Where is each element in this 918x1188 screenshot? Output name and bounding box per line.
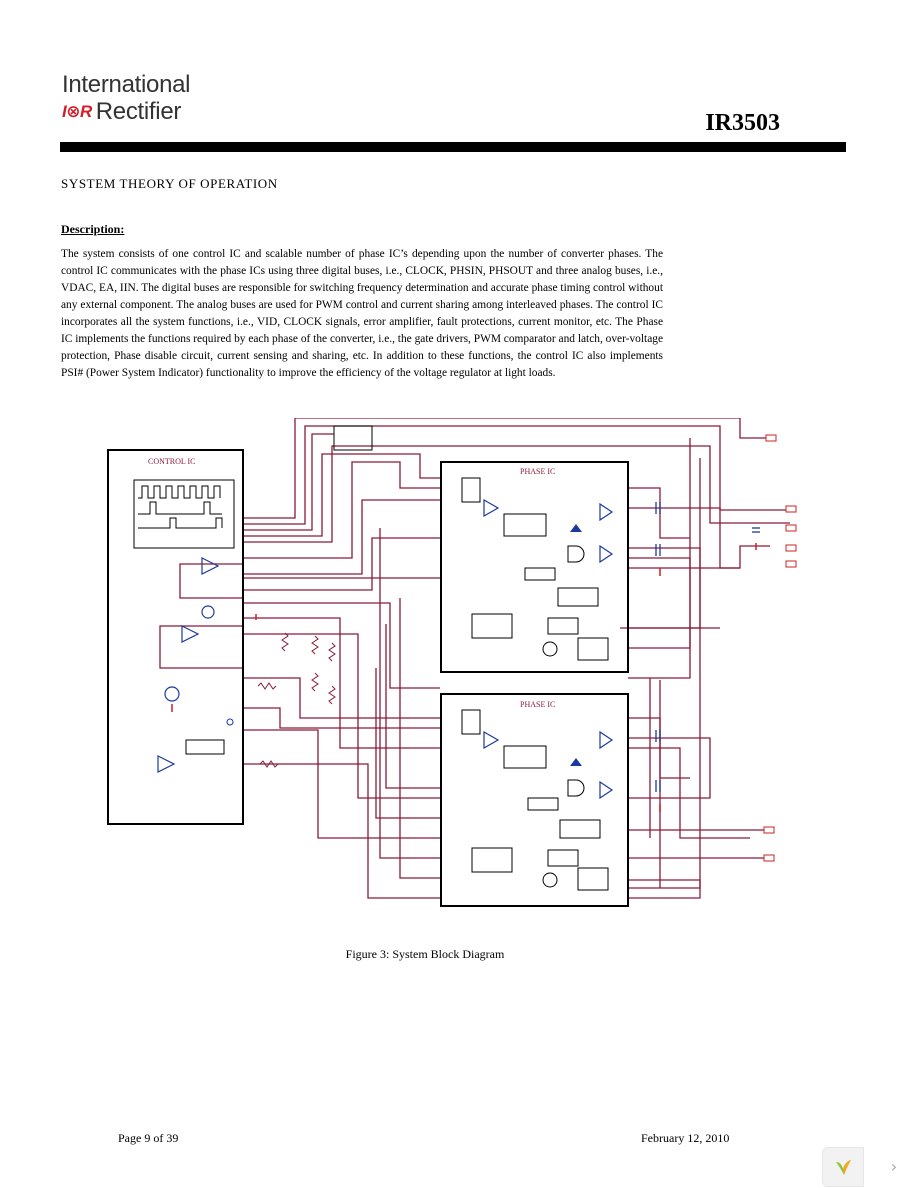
svg-text:PHASE IC: PHASE IC [520,467,555,476]
description-paragraph: The system consists of one control IC an… [61,248,663,379]
description-heading: Description: [61,222,125,236]
svg-text:CONTROL IC: CONTROL IC [148,457,195,466]
control-ic-block [107,449,244,825]
header-rule [60,142,846,152]
svg-text:PHASE IC: PHASE IC [520,700,555,709]
viewer-logo-button[interactable] [822,1147,864,1187]
logo-mark: I⊗R [62,102,92,121]
section-title: SYSTEM THEORY OF OPERATION [61,176,278,191]
part-number: IR3503 [705,110,780,136]
bird-logo-icon [836,1160,851,1175]
phase-ic-2-block [440,693,629,907]
company-logo: International I⊗R Rectifier [62,71,191,125]
logo-text-international: International [62,71,191,98]
system-block-diagram: CONTROL IC PHASE IC PHASE IC [107,418,797,907]
logo-text-rectifier: Rectifier [95,98,182,125]
phase-ic-1-block [440,461,629,673]
figure-caption: Figure 3: System Block Diagram [345,947,505,961]
footer-date: February 12, 2010 [641,1131,730,1145]
next-page-button[interactable]: › [874,1147,914,1185]
chevron-right-icon: › [890,1156,898,1176]
footer-page-number: Page 9 of 39 [118,1131,179,1145]
